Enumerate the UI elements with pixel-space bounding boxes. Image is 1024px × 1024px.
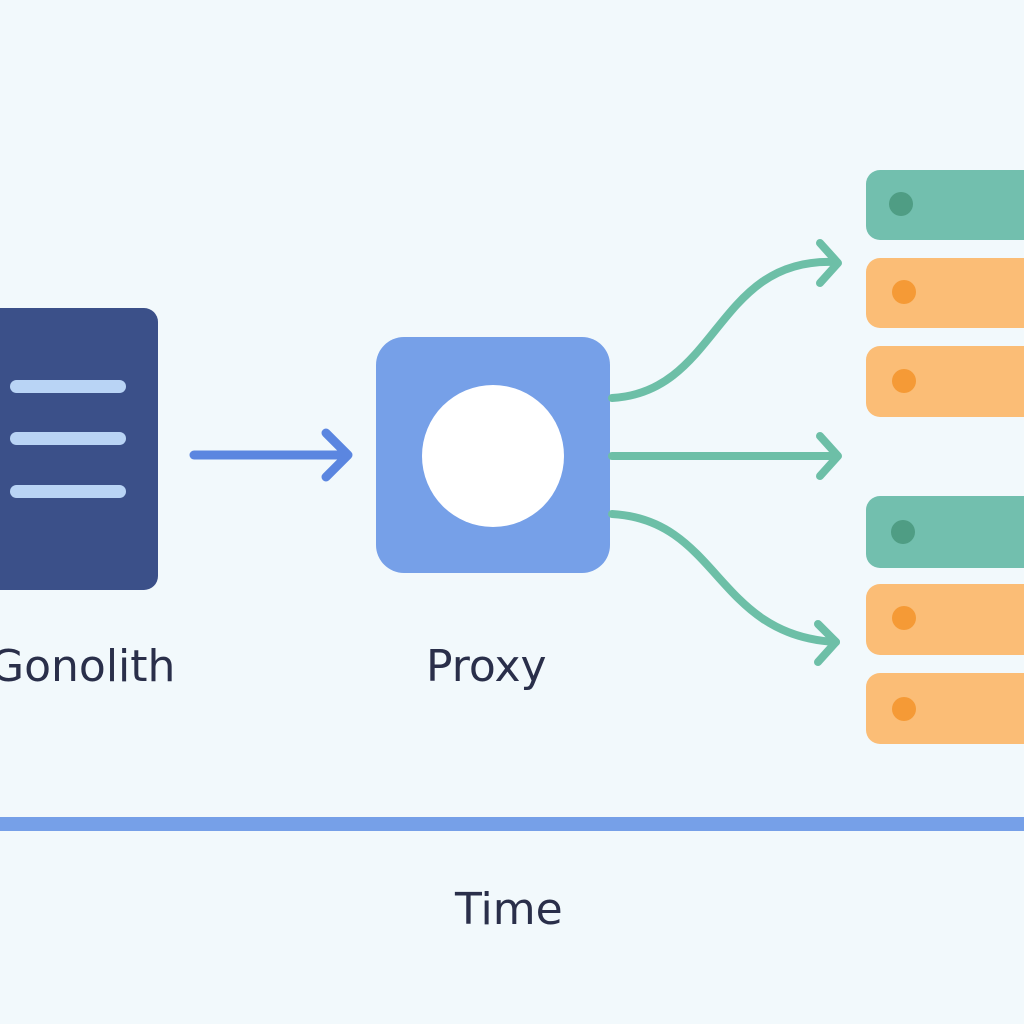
monolith-line-3 — [10, 485, 126, 498]
service-dot-6 — [892, 697, 916, 721]
proxy-circle — [422, 385, 564, 527]
service-dot-5 — [892, 606, 916, 630]
arrow-upper — [608, 257, 840, 402]
service-orange-1 — [866, 258, 1024, 328]
arrow-lower — [608, 510, 840, 646]
service-group-1 — [866, 170, 1024, 417]
service-dot-3 — [892, 369, 916, 393]
service-dot-4 — [891, 520, 915, 544]
service-dot-1 — [889, 192, 913, 216]
timeline-bar — [0, 817, 1024, 831]
service-orange-2 — [866, 346, 1024, 417]
service-orange-3 — [866, 584, 1024, 655]
arrowhead-middle — [816, 432, 842, 480]
monolith-node — [0, 308, 158, 590]
arrowhead-upper — [816, 239, 842, 287]
service-arrows — [608, 239, 842, 666]
service-green-1 — [866, 170, 1024, 240]
service-dot-2 — [892, 280, 916, 304]
service-group-2 — [866, 496, 1024, 744]
monolith-line-2 — [10, 432, 126, 445]
proxy-label: Proxy — [426, 641, 547, 692]
proxy-node — [376, 337, 610, 573]
monolith-box — [0, 308, 158, 590]
service-green-2 — [866, 496, 1024, 568]
monolith-line-1 — [10, 380, 126, 393]
arrowhead-lower — [814, 620, 840, 666]
service-orange-4 — [866, 673, 1024, 744]
monolith-label: Gonolith — [0, 641, 176, 692]
time-label: Time — [455, 884, 563, 935]
input-arrow — [189, 428, 353, 482]
